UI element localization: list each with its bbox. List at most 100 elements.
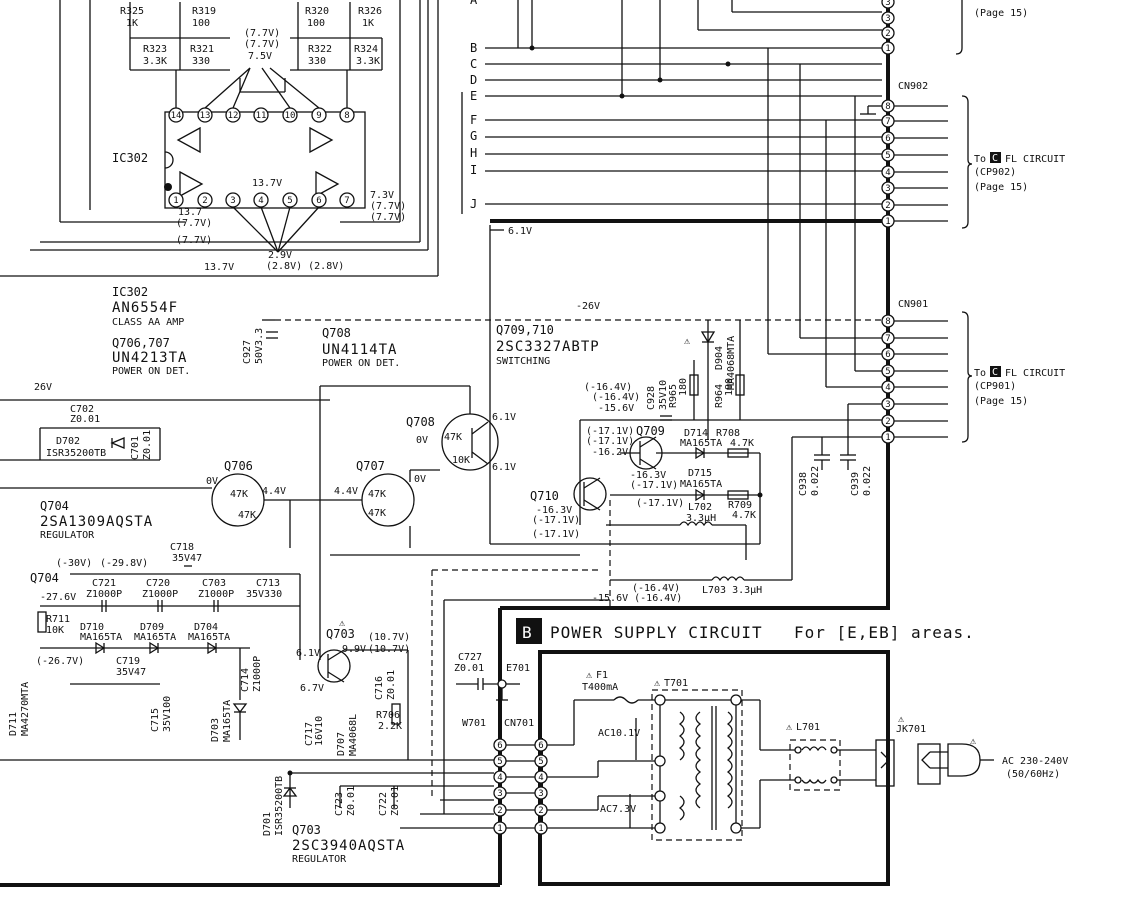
- svg-text:ISR35200TB: ISR35200TB: [274, 776, 285, 836]
- svg-text:2: 2: [885, 201, 890, 211]
- section-badge: [516, 618, 542, 644]
- svg-text:C719: C719: [116, 656, 140, 667]
- svg-text:D904: D904: [714, 346, 725, 370]
- diode-row: R711 10K D710 MA165TA D709 MA165TA D704 …: [36, 611, 250, 685]
- svg-text:FL CIRCUIT: FL CIRCUIT: [1005, 154, 1065, 165]
- svg-text:-26V: -26V: [576, 301, 600, 312]
- capacitor-row: C721 Z1000P C720 Z1000P C703 Z1000P C713…: [86, 574, 301, 660]
- svg-text:Z0.01: Z0.01: [346, 786, 357, 816]
- svg-text:6: 6: [497, 741, 502, 751]
- svg-text:35V330: 35V330: [246, 589, 282, 600]
- svg-text:To: To: [974, 368, 986, 379]
- svg-text:4: 4: [885, 383, 890, 393]
- svg-text:(7.7V): (7.7V): [244, 39, 280, 50]
- ic302-area: R325 1K R319 100 R323 3.3K R321 330 R320…: [0, 0, 439, 277]
- svg-text:For [E,EB] areas.: For [E,EB] areas.: [794, 623, 975, 642]
- svg-text:5: 5: [538, 757, 543, 767]
- svg-text:W701: W701: [462, 718, 486, 729]
- svg-text:MA165TA: MA165TA: [680, 438, 722, 449]
- svg-text:5: 5: [287, 196, 292, 206]
- svg-text:C723: C723: [334, 792, 345, 816]
- svg-text:C927: C927: [242, 340, 253, 364]
- svg-text:(-17.1V): (-17.1V): [586, 436, 634, 447]
- svg-text:⚠: ⚠: [786, 722, 793, 733]
- q703-legend: Q703 2SC3940AQSTA REGULATOR: [292, 823, 404, 865]
- svg-text:-27.6V: -27.6V: [40, 592, 76, 603]
- svg-text:7.5V: 7.5V: [248, 51, 272, 62]
- ic302-legend: IC302 AN6554F CLASS AA AMP Q706,707 UN42…: [112, 285, 190, 377]
- svg-text:R323: R323: [143, 44, 167, 55]
- svg-text:Q708: Q708: [406, 415, 435, 429]
- svg-text:C714: C714: [240, 668, 251, 692]
- svg-text:Q706: Q706: [224, 459, 253, 473]
- svg-text:(-16.4V): (-16.4V): [632, 583, 680, 594]
- svg-text:Z0.01: Z0.01: [390, 786, 401, 816]
- svg-text:(-17.1V): (-17.1V): [630, 480, 678, 491]
- svg-text:-16.3V: -16.3V: [630, 470, 666, 481]
- svg-text:C: C: [470, 57, 477, 71]
- svg-text:(-17.1V): (-17.1V): [586, 426, 634, 437]
- svg-text:180: 180: [724, 378, 735, 396]
- transistor-q707: 47K 47K Q707 4.4V 0V: [330, 459, 440, 548]
- svg-text:(CP902): (CP902): [974, 167, 1016, 178]
- capacitor-c927: C927 50V3.3: [242, 319, 278, 364]
- svg-text:CLASS AA AMP: CLASS AA AMP: [112, 317, 184, 328]
- connector-cn901: CN901 8 7 6 5 4 3 2 1 To C FL CIRCUIT (C…: [767, 48, 1065, 444]
- svg-text:3: 3: [885, 14, 890, 24]
- svg-text:T701: T701: [664, 678, 688, 689]
- svg-text:2SA1309AQSTA: 2SA1309AQSTA: [40, 514, 153, 530]
- capacitors-c938-c939: C938 0.022 C939 0.022: [792, 403, 882, 496]
- svg-text:(-16.4V): (-16.4V): [592, 392, 640, 403]
- lower-rails: D701 ISR35200TB C723 Z0.01 C722 Z0.01: [0, 569, 610, 836]
- svg-text:Q708: Q708: [322, 326, 351, 340]
- svg-text:AC10.1V: AC10.1V: [598, 728, 640, 739]
- svg-text:JK701: JK701: [896, 724, 926, 735]
- svg-text:Q704: Q704: [30, 571, 59, 585]
- svg-text:7.3V: 7.3V: [370, 190, 394, 201]
- svg-text:Q709,710: Q709,710: [496, 323, 554, 337]
- svg-text:L703 3.3μH: L703 3.3μH: [702, 585, 762, 596]
- svg-text:3.3K: 3.3K: [143, 56, 167, 67]
- svg-text:2.9V: 2.9V: [268, 250, 292, 261]
- svg-text:(7.7V): (7.7V): [370, 201, 406, 212]
- svg-text:Z1000P: Z1000P: [198, 589, 234, 600]
- svg-text:UN4114TA: UN4114TA: [322, 342, 397, 358]
- svg-text:-16.3V: -16.3V: [536, 505, 572, 516]
- svg-text:D703: D703: [210, 718, 221, 742]
- svg-text:6: 6: [316, 196, 321, 206]
- signal-bus: A B C D E F G H I J: [461, 0, 882, 214]
- svg-text:⚠: ⚠: [970, 736, 977, 747]
- svg-text:5: 5: [885, 367, 890, 377]
- svg-text:6.7V: 6.7V: [300, 683, 324, 694]
- svg-text:R706: R706: [376, 710, 400, 721]
- svg-text:R320: R320: [305, 6, 329, 17]
- svg-text:6: 6: [885, 350, 890, 360]
- ic302-pins-bottom: 1 2 3 4 5 6 7: [168, 192, 355, 208]
- svg-text:330: 330: [192, 56, 210, 67]
- svg-text:Q706,707: Q706,707: [112, 336, 170, 350]
- svg-text:MA4270MTA: MA4270MTA: [20, 682, 31, 736]
- svg-text:3: 3: [885, 184, 890, 194]
- transformer-t701: F1 T400mA ⚠ T701 ⚠ AC10.1: [547, 670, 798, 841]
- resistor-r320: R320 100: [297, 2, 329, 70]
- svg-text:D704: D704: [194, 622, 218, 633]
- svg-text:4: 4: [497, 773, 502, 783]
- svg-text:Q703: Q703: [326, 627, 355, 641]
- resistor-r321: R321 330: [190, 44, 214, 67]
- filter-l701: L701 ⚠: [786, 722, 876, 791]
- svg-text:T400mA: T400mA: [582, 682, 618, 693]
- svg-text:2: 2: [497, 806, 502, 816]
- svg-text:14: 14: [171, 111, 182, 121]
- svg-text:6.1V: 6.1V: [492, 462, 516, 473]
- svg-text:MA4068MTA: MA4068MTA: [726, 336, 737, 390]
- svg-text:Z0.01: Z0.01: [70, 414, 100, 425]
- svg-text:4.7K: 4.7K: [730, 438, 754, 449]
- svg-text:R708: R708: [716, 428, 740, 439]
- svg-text:(2.8V) (2.8V): (2.8V) (2.8V): [266, 261, 344, 272]
- svg-text:REGULATOR: REGULATOR: [40, 530, 95, 541]
- resistor-r325: R325 1K: [120, 2, 144, 70]
- svg-text:C928: C928: [646, 386, 657, 410]
- svg-text:R325: R325: [120, 6, 144, 17]
- svg-text:C716: C716: [374, 676, 385, 700]
- svg-text:C: C: [992, 367, 998, 378]
